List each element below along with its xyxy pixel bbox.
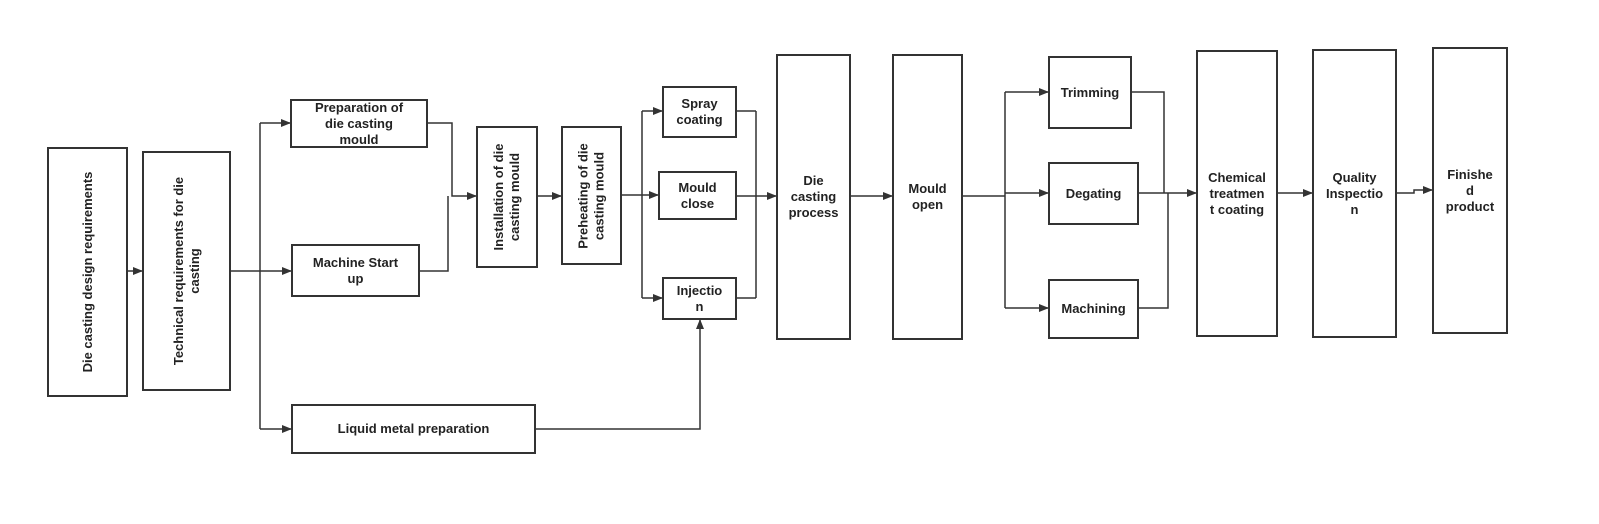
mould-open-label: Mould open xyxy=(908,181,947,212)
connector-prep-to-install xyxy=(428,122,477,200)
finished-product-label: Finishe d product xyxy=(1445,166,1495,214)
preheat-mould-box: Preheating of die casting mould xyxy=(561,126,622,265)
mould-close-label: Mould close xyxy=(678,179,717,211)
die-casting-label: Die casting process xyxy=(788,173,839,220)
degating-label: Degating xyxy=(1065,185,1122,201)
preheat-mould-label: Preheating of die casting mould xyxy=(575,142,607,249)
connector-machining-merge xyxy=(1139,193,1169,309)
design-requirements-label: Die casting design requirements xyxy=(79,171,95,373)
technical-requirements-label: Technical requirements for die casting xyxy=(170,176,202,366)
machining-label: Machining xyxy=(1061,301,1126,316)
die-casting-box: Die casting process xyxy=(776,54,851,340)
connector-trimming-merge xyxy=(1132,91,1165,193)
connector-start-to-install xyxy=(420,196,449,272)
injection-label: Injectio n xyxy=(676,282,723,314)
chemical-coating-label: Chemical treatmen t coating xyxy=(1208,169,1266,217)
connector-liquid-to-injection xyxy=(536,319,704,430)
chemical-coating-box: Chemical treatmen t coating xyxy=(1196,50,1278,337)
design-requirements-box: Die casting design requirements xyxy=(47,147,128,397)
machining-box: Machining xyxy=(1048,279,1139,339)
finished-product-box: Finishe d product xyxy=(1432,47,1508,334)
mould-open-box: Mould open xyxy=(892,54,963,340)
connector-quality-to-finished xyxy=(1397,186,1433,194)
machine-start-box: Machine Start up xyxy=(291,244,420,297)
technical-requirements-box: Technical requirements for die casting xyxy=(142,151,231,391)
prep-mould-label: Preparation of die casting mould xyxy=(314,99,404,147)
quality-inspection-box: Quality Inspectio n xyxy=(1312,49,1397,338)
liquid-metal-label: Liquid metal preparation xyxy=(337,421,490,436)
spray-coating-box: Spray coating xyxy=(662,86,737,138)
injection-box: Injectio n xyxy=(662,277,737,320)
trimming-box: Trimming xyxy=(1048,56,1132,129)
trimming-label: Trimming xyxy=(1060,84,1120,100)
spray-coating-label: Spray coating xyxy=(676,96,723,127)
prep-mould-box: Preparation of die casting mould xyxy=(290,99,428,148)
install-mould-label: Installation of die casting mould xyxy=(491,143,522,251)
mould-close-box: Mould close xyxy=(658,171,737,220)
install-mould-box: Installation of die casting mould xyxy=(476,126,538,268)
degating-box: Degating xyxy=(1048,162,1139,225)
quality-inspection-label: Quality Inspectio n xyxy=(1325,169,1384,217)
machine-start-label: Machine Start up xyxy=(312,254,399,286)
liquid-metal-box: Liquid metal preparation xyxy=(291,404,536,454)
